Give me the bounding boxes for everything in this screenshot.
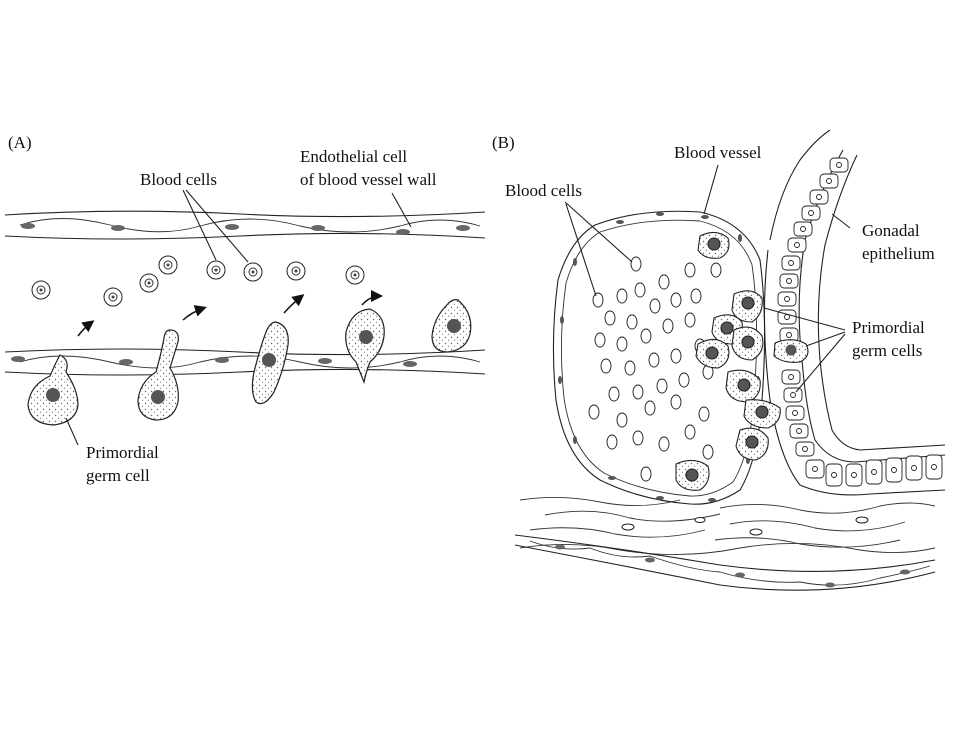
germ-cell: [731, 326, 764, 361]
endothelial-nucleus: [111, 225, 125, 231]
germ-cell-stage-4: [345, 308, 385, 385]
panel-b-letter: (B): [492, 133, 515, 152]
germ-cell: [697, 231, 730, 259]
germ-cell-stage-3: [251, 321, 289, 405]
migration-arrows: [77, 290, 383, 337]
blood-cells-label-b: Blood cells: [505, 181, 582, 200]
germ-cell-in-epithelium: [773, 339, 809, 363]
germ-cell: [675, 459, 710, 491]
blood-cell: [206, 260, 226, 280]
germ-cells-in-vessel: [675, 231, 781, 491]
arrow-icon: [283, 294, 305, 314]
connective-tissue: [519, 496, 936, 555]
endothelial-nucleus: [318, 358, 332, 364]
blood-cells-b: [588, 256, 722, 482]
pgc-label-a-line2: germ cell: [86, 466, 150, 485]
endothelial-nucleus: [396, 229, 410, 235]
gonadal-label-line2: epithelium: [862, 244, 935, 263]
blood-cell: [158, 255, 178, 275]
pgc-label-b-line1: Primordial: [852, 318, 925, 337]
lower-vessel-wall: [4, 348, 486, 376]
germ-cell: [743, 399, 781, 429]
panel-b-leaders: [564, 164, 851, 393]
panel-a-leaders: [65, 189, 412, 446]
germ-cell: [695, 338, 730, 369]
gonadal-label-line1: Gonadal: [862, 221, 920, 240]
arrow-icon: [361, 290, 383, 306]
germ-cell-stage-1: [27, 354, 79, 426]
blood-cells-a: [31, 255, 365, 307]
gonadal-epithelium: [763, 129, 946, 496]
blood-cell: [31, 280, 51, 300]
blood-cell: [286, 261, 306, 281]
endothelial-nucleus: [119, 359, 133, 365]
migrating-germ-cells: [27, 299, 472, 426]
upper-vessel-wall: [4, 210, 486, 240]
endothelial-label-line2: of blood vessel wall: [300, 170, 437, 189]
endothelial-nucleus: [311, 225, 325, 231]
epithelial-cells: [777, 157, 943, 487]
blood-cell: [103, 287, 123, 307]
blood-cells-label-a: Blood cells: [140, 170, 217, 189]
endothelial-nucleus: [11, 356, 25, 362]
vessel-wall-nuclei: [558, 212, 762, 502]
germ-cell-stage-5: [431, 299, 472, 353]
panel-a-letter: (A): [8, 133, 32, 152]
blood-cell: [345, 265, 365, 285]
blood-cell: [243, 262, 263, 282]
pgc-label-b-line2: germ cells: [852, 341, 922, 360]
germ-cell: [725, 369, 761, 403]
germ-cell: [735, 427, 769, 461]
panel-b: (B): [492, 129, 946, 591]
panel-a: (A): [4, 133, 486, 485]
blood-cell: [139, 273, 159, 293]
arrow-icon: [182, 305, 207, 321]
blood-vessel-label: Blood vessel: [674, 143, 762, 162]
germ-cell-stage-2: [137, 329, 179, 421]
endothelial-nucleus: [225, 224, 239, 230]
pgc-label-a-line1: Primordial: [86, 443, 159, 462]
endothelial-nucleus: [215, 357, 229, 363]
endothelial-nucleus: [456, 225, 470, 231]
endothelial-nucleus: [21, 223, 35, 229]
endothelial-label-line1: Endothelial cell: [300, 147, 407, 166]
small-vessel: [514, 534, 936, 591]
endothelial-nucleus: [403, 361, 417, 367]
arrow-icon: [77, 320, 95, 337]
big-blood-vessel: [552, 210, 781, 505]
